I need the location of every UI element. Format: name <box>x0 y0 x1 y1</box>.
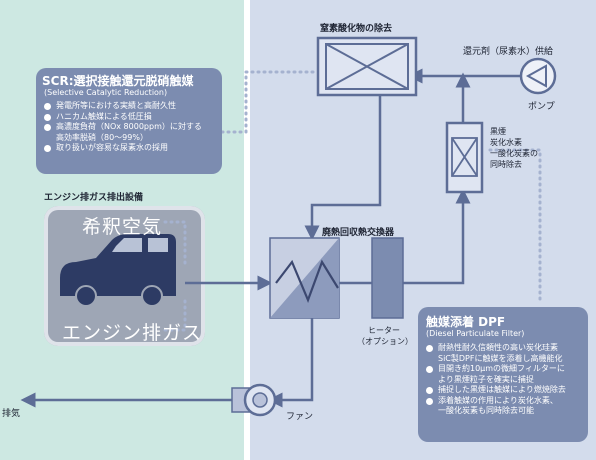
scr-connector <box>220 70 320 134</box>
scr-feature-item-continued: 高効率脱硝（80～99%） <box>56 132 148 142</box>
exchanger-to-fan-line <box>267 318 314 408</box>
reductant-supply-label: 還元剤（尿素水）供給 <box>463 47 554 57</box>
scr-title: SCR:選択接触還元脱硝触媒 <box>42 74 194 88</box>
dpf-feature-item-continued: 一酸化炭素も同時除去可能 <box>438 406 534 415</box>
heater-option-label: （オプション） <box>357 337 413 346</box>
dpf-feature-item: 耐熱性耐久信頼性の高い炭化珪素 <box>426 343 566 354</box>
engine-exhaust-label: エンジン排ガス <box>62 322 203 344</box>
scr-outlet-line <box>304 95 382 241</box>
exhaust-label: 排気 <box>2 409 21 419</box>
car-icon <box>60 234 176 307</box>
fan-icon <box>231 383 277 417</box>
heat-exchanger-label: 廃熱回収熱交換器 <box>322 228 395 238</box>
dpf-feature-item: 目開き約10μmの微細フィルターに <box>426 364 566 375</box>
dilution-air-label: 希釈空気 <box>82 216 163 238</box>
pm-removal-label-3: 一酸化炭素の <box>490 149 538 158</box>
pump-label: ポンプ <box>528 102 555 112</box>
scr-feature-list: 発電所等における実績と高耐久性 ハニカム触媒による低圧損 高濃度負荷（NOx 8… <box>44 101 202 154</box>
dpf-feature-item: 添着触媒の作用により炭化水素、 <box>426 396 566 407</box>
dpf-feature-item-continued: より黒煙粒子を確実に捕捉 <box>438 374 534 384</box>
dotted-connectors <box>163 70 542 332</box>
pump-icon <box>519 57 557 95</box>
scr-feature-item: ハニカム触媒による低圧損 <box>44 112 202 123</box>
dpf-subtitle: (Diesel Particulate Filter) <box>426 329 525 338</box>
heater-to-dpf-line <box>403 188 471 285</box>
fan-label: ファン <box>286 412 314 422</box>
flow-lines <box>20 68 520 408</box>
nox-removal-label: 窒素酸化物の除去 <box>320 24 393 34</box>
scr-feature-item: 発電所等における実績と高耐久性 <box>44 101 202 112</box>
scr-catalyst-unit <box>316 36 418 97</box>
engine-equipment-label: エンジン排ガス排出設備 <box>44 193 144 203</box>
dpf-feature-item: 捕捉した黒煙は触媒により燃焼除去 <box>426 385 566 396</box>
pm-removal-label-1: 黒煙 <box>490 127 506 136</box>
dpf-feature-item-continued: SiC製DPFに触媒を添着し高機能化 <box>438 353 563 363</box>
scr-subtitle: (Selective Catalytic Reduction) <box>44 88 168 97</box>
dpf-info-box: 触媒添着 DPF (Diesel Particulate Filter) 耐熱性… <box>418 307 588 442</box>
scr-info-box: SCR:選択接触還元脱硝触媒 (Selective Catalytic Redu… <box>36 68 222 174</box>
gas-dotted-line <box>163 298 187 332</box>
pm-removal-label-2: 炭化水素 <box>490 138 522 147</box>
scr-feature-item: 高濃度負荷（NOx 8000ppm）に対する <box>44 122 202 133</box>
heater-unit <box>371 237 404 319</box>
dpf-title: 触媒添着 DPF <box>426 315 506 329</box>
dpf-feature-list: 耐熱性耐久信頼性の高い炭化珪素 SiC製DPFに触媒を添着し高機能化 目開き約1… <box>426 343 566 417</box>
dpf-unit <box>445 121 484 194</box>
scr-feature-item: 取り扱いが容易な尿素水の採用 <box>44 143 202 154</box>
air-dotted-line <box>163 220 187 270</box>
dpf-connector <box>488 148 542 302</box>
heat-exchanger-unit <box>269 237 340 319</box>
pm-removal-label-4: 同時除去 <box>490 160 522 169</box>
panel-gap <box>244 0 250 460</box>
heater-label: ヒーター <box>368 326 400 335</box>
